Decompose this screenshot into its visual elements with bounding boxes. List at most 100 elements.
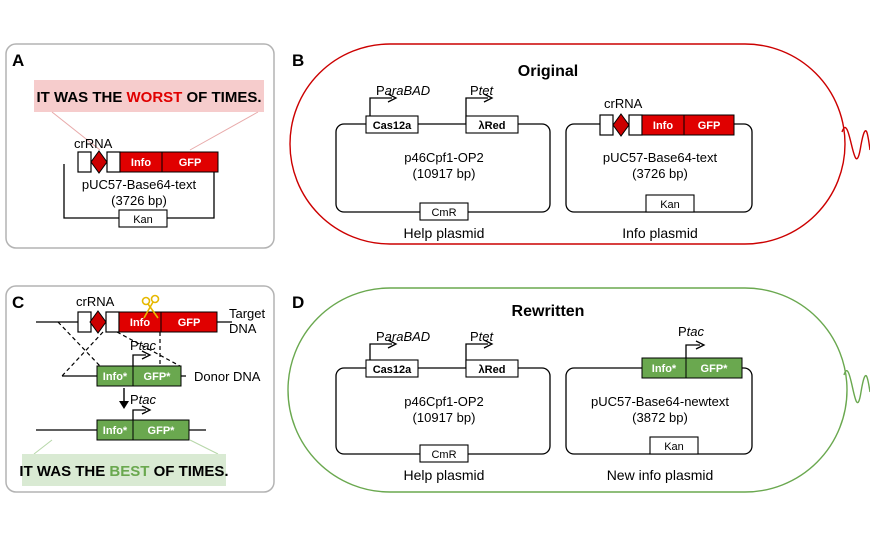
donor-ptac-arrow (132, 354, 146, 366)
panel-a: A IT WAS THE WORST OF TIMES. crRNA Info … (5, 43, 275, 249)
crrna-box-right (106, 151, 121, 173)
help-plasmid-size: (10917 bp) (413, 166, 476, 181)
original-title: Original (518, 63, 578, 80)
lambda-red-label: λRed (479, 120, 506, 132)
worst-sentence: IT WAS THE WORST OF TIMES. (37, 89, 262, 106)
d-gfp-star-block (685, 357, 743, 379)
crrna-box-left (77, 151, 92, 173)
lambda-red-gene (465, 115, 519, 134)
d-promoter-arabad-label: ParaBAD (376, 329, 430, 344)
d-promoter-tet-arrowhead (483, 339, 494, 349)
cell-rewritten-flagellum (843, 370, 870, 404)
target-gfp-block (160, 311, 218, 333)
d-cas12a-gene (365, 359, 419, 378)
info-crrna-diamond-icon (612, 113, 630, 137)
info-plasmid-name: pUC57-Base64-text (603, 150, 718, 165)
help-plasmid-name: p46Cpf1-OP2 (404, 150, 484, 165)
target-gfp-label: GFP (178, 317, 201, 329)
recombination-dash-1 (57, 321, 101, 367)
donor-gfp-label: GFP* (144, 371, 172, 383)
info-kan-marker-label: Kan (660, 199, 680, 211)
zoom-line-right (189, 111, 259, 151)
info-crrna-box-left (599, 114, 614, 136)
d-info-plasmid-name: pUC57-Base64-newtext (591, 394, 729, 409)
gfp-label: GFP (179, 157, 202, 169)
rewritten-gfp-block (132, 419, 190, 441)
d-info-plasmid-caption: New info plasmid (607, 467, 714, 483)
panel-d-letter: D (292, 293, 304, 312)
kan-marker-box (118, 209, 168, 228)
d-help-plasmid-size: (10917 bp) (413, 410, 476, 425)
best-sentence: IT WAS THE BEST OF TIMES. (19, 463, 228, 480)
target-info-label: Info (130, 317, 150, 329)
panel-d: D Rewritten ParaBAD Ptet Cas12a λRed p46… (287, 287, 870, 493)
cas12a-label: Cas12a (373, 120, 412, 132)
target-crrna-box-right (105, 311, 120, 333)
zoom-line-c-right (189, 439, 219, 455)
rewritten-title: Rewritten (512, 303, 585, 320)
rewritten-info-label: Info* (103, 425, 128, 437)
d-info-plasmid-size: (3872 bp) (632, 410, 688, 425)
gfp-block (161, 151, 219, 173)
target-crrna-box-left (77, 311, 92, 333)
panel-a-letter: A (12, 51, 24, 70)
panel-b-letter: B (292, 51, 304, 70)
crrna-diamond-icon (90, 150, 108, 174)
d-kan-marker-box (649, 436, 699, 455)
d-cmr-marker-label: CmR (431, 449, 456, 461)
donor-ptac-arrowhead (141, 350, 152, 360)
cell-original-flagellum (841, 126, 870, 160)
d-info-star-label: Info* (652, 363, 677, 375)
result-ptac-label: Ptac (130, 392, 157, 407)
panel-c-letter: C (12, 293, 24, 312)
d-lambda-red-label: λRed (479, 364, 506, 376)
scissors-icon (141, 294, 160, 319)
plasmid-size: (3726 bp) (111, 193, 167, 208)
d-cas12a-label: Cas12a (373, 364, 412, 376)
d-ptac-arrowhead (695, 340, 706, 350)
info-label: Info (131, 157, 151, 169)
zoom-line-left (51, 111, 101, 151)
panel-c: C crRNA Info GFP Target DNA Ptac Info* G… (5, 285, 275, 493)
cell-original-outline (289, 43, 846, 245)
promoter-arabad-label: ParaBAD (376, 83, 430, 98)
help-plasmid-caption: Help plasmid (404, 225, 485, 241)
info-kan-marker-box (645, 194, 695, 213)
cmr-marker-box (419, 202, 469, 221)
promoter-tet-label: Ptet (470, 83, 495, 98)
d-ptac-label: Ptac (678, 324, 705, 339)
d-help-plasmid-caption: Help plasmid (404, 467, 485, 483)
info-crrna-label: crRNA (604, 96, 643, 111)
donor-dna-label: Donor DNA (194, 369, 261, 384)
kan-marker-label: Kan (133, 214, 153, 226)
promoter-arabad-arrowhead (387, 93, 398, 103)
d-gfp-star-label: GFP* (701, 363, 729, 375)
target-crrna-diamond-icon (89, 310, 107, 334)
target-dna-label-line1: Target (229, 306, 266, 321)
cas12a-gene (365, 115, 419, 134)
info-crrna-box-right (628, 114, 643, 136)
promoter-tet-arrowhead (483, 93, 494, 103)
cell-rewritten-outline (287, 287, 848, 493)
d-kan-marker-label: Kan (664, 441, 684, 453)
promoter-tet-arrow (465, 97, 488, 124)
d-promoter-arabad-arrowhead (387, 339, 398, 349)
worst-sentence-banner (34, 80, 264, 112)
recombination-dash-3 (116, 331, 181, 367)
info-plasmid-gfp-block (683, 114, 735, 136)
d-lambda-red-gene (465, 359, 519, 378)
target-dna-label-line2: DNA (229, 321, 257, 336)
plasmid-name: pUC57-Base64-text (82, 177, 197, 192)
rewritten-gfp-label: GFP* (148, 425, 176, 437)
promoter-arabad-arrow (369, 97, 392, 124)
d-ptac-arrow (685, 344, 700, 358)
d-help-plasmid-name: p46Cpf1-OP2 (404, 394, 484, 409)
cmr-marker-label: CmR (431, 207, 456, 219)
donor-gfp-block (132, 365, 182, 387)
crrna-label: crRNA (74, 136, 113, 151)
d-cmr-marker-box (419, 444, 469, 463)
info-plasmid-info-label: Info (653, 120, 673, 132)
info-plasmid-size: (3726 bp) (632, 166, 688, 181)
d-promoter-tet-label: Ptet (470, 329, 495, 344)
